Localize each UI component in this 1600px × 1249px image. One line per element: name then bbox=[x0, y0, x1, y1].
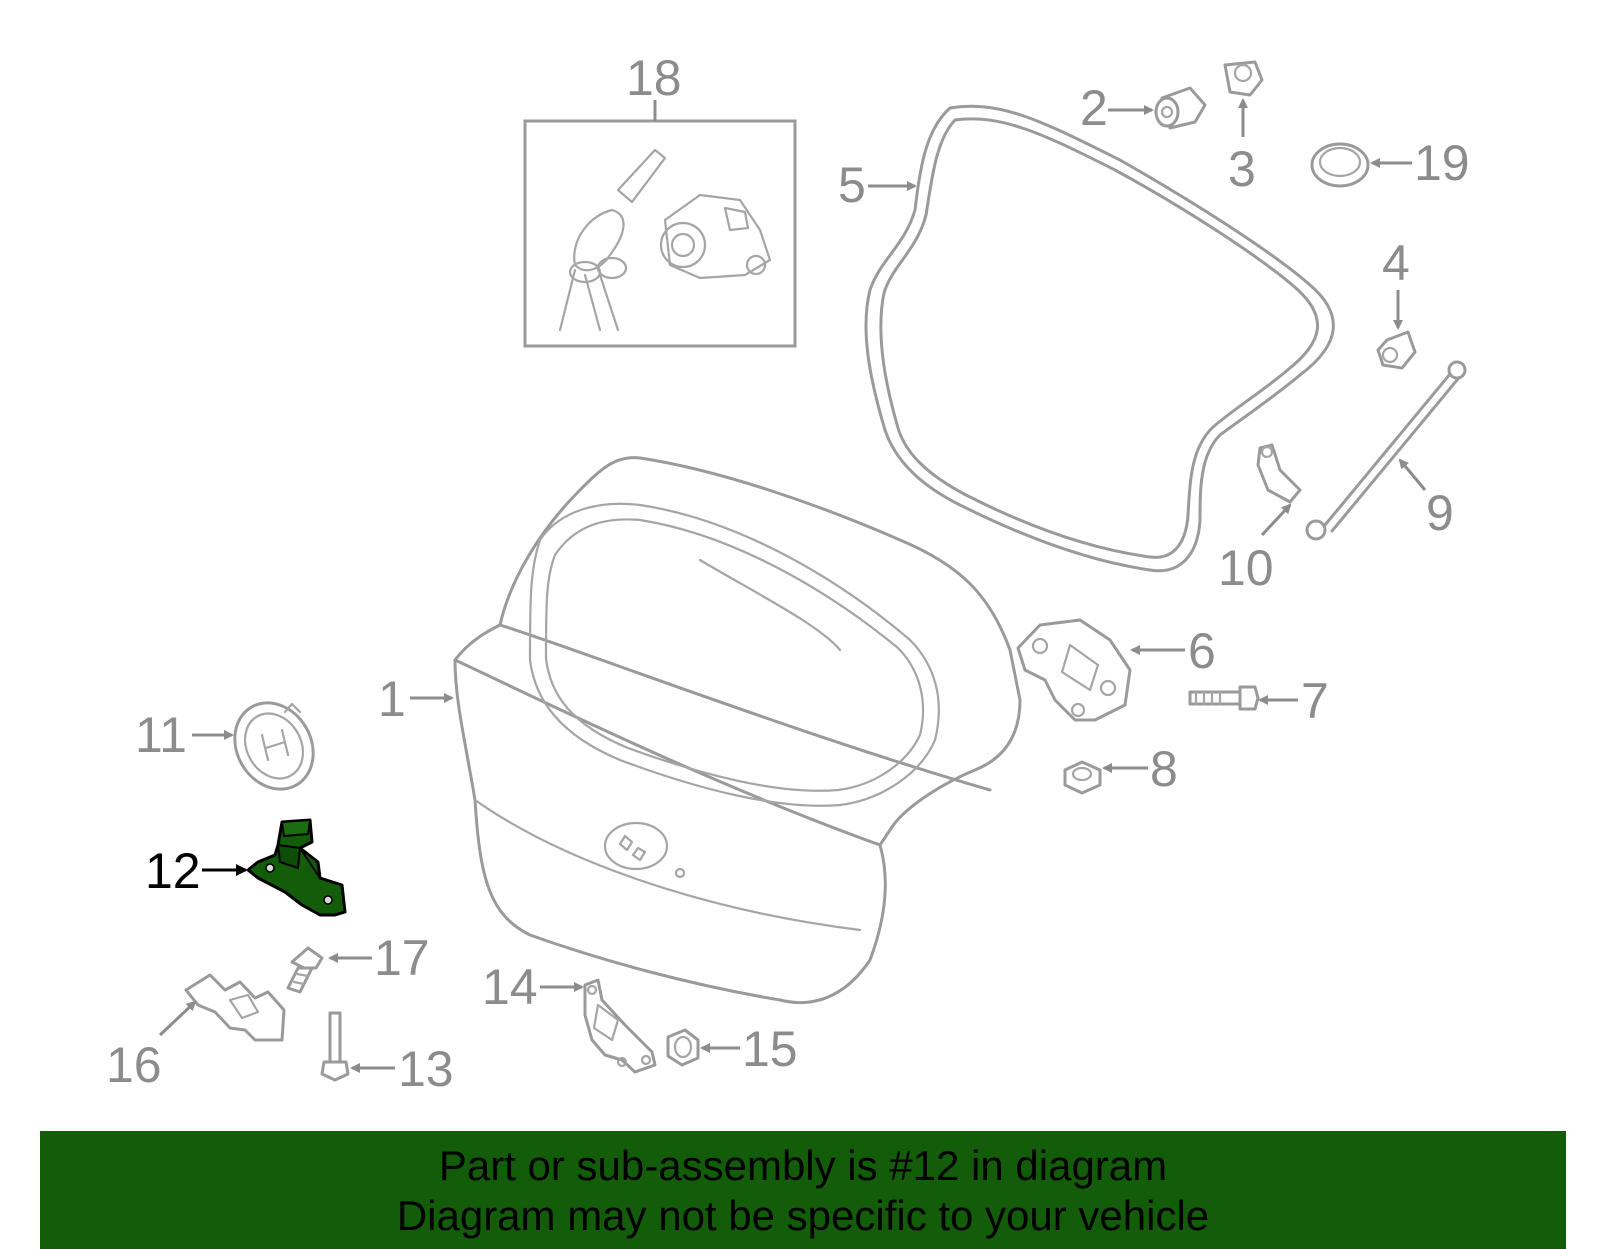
callout-8: 8 bbox=[1150, 741, 1178, 797]
part-19-plug[interactable] bbox=[1310, 142, 1370, 188]
part-7-bolt[interactable] bbox=[1188, 685, 1260, 711]
callout-17: 17 bbox=[374, 930, 430, 986]
leader-10 bbox=[1260, 503, 1292, 537]
callout-18: 18 bbox=[626, 50, 682, 106]
part-9-lift-support[interactable] bbox=[1305, 360, 1467, 541]
part-5-weatherstrip[interactable] bbox=[864, 104, 1335, 573]
part-15-nut[interactable] bbox=[666, 1028, 700, 1067]
part-17-screw[interactable] bbox=[286, 946, 324, 994]
leader-9 bbox=[1398, 458, 1427, 491]
banner-line-1: Part or sub-assembly is #12 in diagram bbox=[438, 1142, 1168, 1189]
part-10-switch[interactable] bbox=[1256, 443, 1302, 504]
callout-12: 12 bbox=[145, 843, 201, 899]
callout-4: 4 bbox=[1382, 235, 1410, 291]
callout-7: 7 bbox=[1301, 673, 1329, 729]
part-16-bracket[interactable] bbox=[184, 973, 286, 1042]
callout-5: 5 bbox=[838, 157, 866, 213]
part-11-emblem[interactable] bbox=[219, 689, 328, 804]
callout-9: 9 bbox=[1426, 485, 1454, 541]
info-banner: Part or sub-assembly is #12 in diagram D… bbox=[40, 1131, 1566, 1249]
callout-2: 2 bbox=[1080, 80, 1108, 136]
banner-line-2: Diagram may not be specific to your vehi… bbox=[396, 1192, 1210, 1239]
callout-14: 14 bbox=[482, 959, 538, 1015]
leader-lines bbox=[158, 98, 1427, 1073]
callout-labels: 18 2 3 5 19 4 9 10 6 7 8 1 11 12 17 16 1… bbox=[106, 50, 1470, 1097]
part-1-liftgate[interactable] bbox=[453, 456, 1022, 1005]
leader-16 bbox=[158, 1000, 197, 1037]
part-3-bumper[interactable] bbox=[1223, 60, 1264, 97]
part-12-highlighted-part[interactable] bbox=[246, 818, 347, 917]
part-8-nut[interactable] bbox=[1063, 760, 1102, 795]
part-4-bumper[interactable] bbox=[1376, 330, 1417, 370]
callout-11: 11 bbox=[135, 707, 187, 763]
callout-15: 15 bbox=[742, 1021, 798, 1077]
callout-16: 16 bbox=[106, 1037, 162, 1093]
callout-10: 10 bbox=[1218, 540, 1274, 596]
part-6-latch[interactable] bbox=[1016, 618, 1132, 722]
part-13-bolt[interactable] bbox=[320, 1011, 350, 1082]
callout-19: 19 bbox=[1414, 135, 1470, 191]
callout-13: 13 bbox=[398, 1041, 454, 1097]
part-18-key-cylinder-set[interactable] bbox=[523, 119, 797, 348]
callout-1: 1 bbox=[378, 671, 406, 727]
callout-6: 6 bbox=[1188, 623, 1216, 679]
part-14-bracket[interactable] bbox=[583, 978, 657, 1074]
part-2-bumper[interactable] bbox=[1154, 86, 1207, 130]
callout-3: 3 bbox=[1228, 141, 1256, 197]
